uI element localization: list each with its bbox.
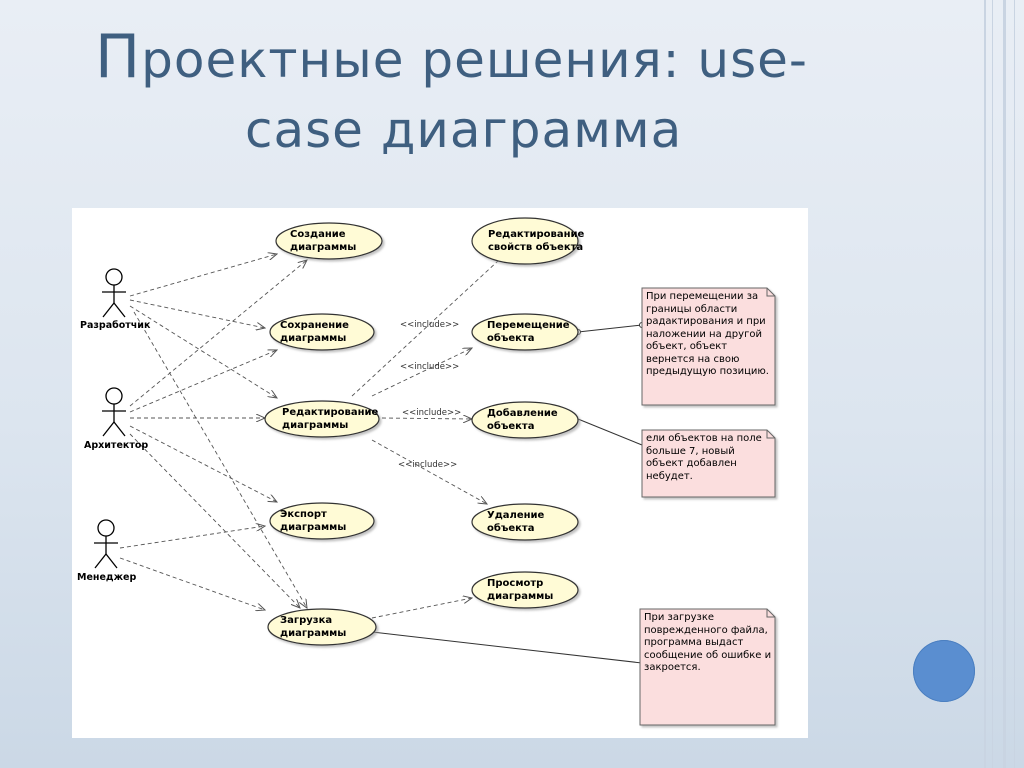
- usecase-move-object: Перемещение объекта: [487, 320, 570, 344]
- frame-line: [1014, 0, 1015, 768]
- frame-line: [984, 0, 986, 768]
- note-connectors: [371, 322, 645, 664]
- usecase-load-diagram: Загрузка диаграммы: [280, 615, 347, 639]
- note-add-limit: ели объектов на поле больше 7, новый объ…: [646, 433, 762, 482]
- diagram-canvas: [94, 217, 776, 726]
- actor-label-manager: Менеджер: [77, 572, 137, 583]
- use-case-shapes: [264, 217, 579, 646]
- usecase-add-object: Добавление объекта: [487, 408, 558, 432]
- usecase-edit-object-props: Редактирование свойств объекта: [488, 229, 585, 253]
- note-move-constraint: При перемещении за границы области радак…: [646, 291, 769, 377]
- include-label: <<include>>: [402, 408, 462, 418]
- title-line2: case диаграмма: [245, 101, 683, 159]
- usecase-view-diagram: Просмотр диаграммы: [487, 578, 554, 602]
- usecase-edit-diagram: Редактирование диаграммы: [282, 407, 379, 431]
- actor-label-developer: Разработчик: [80, 320, 151, 331]
- note-shapes: [639, 287, 776, 726]
- use-case-diagram: Разработчик Архитектор Менеджер Создание…: [72, 208, 808, 738]
- actor-manager: [94, 519, 118, 569]
- association-lines: [119, 248, 512, 619]
- title-line1: роектные решения: use-: [141, 31, 808, 89]
- frame-line: [1003, 0, 1006, 768]
- slide-title: Проектные решения: use- case диаграмма: [95, 22, 915, 165]
- usecase-export-diagram: Экспорт диаграммы: [280, 509, 347, 533]
- frame-line: [992, 0, 993, 768]
- usecase-create-diagram: Создание диаграммы: [290, 229, 357, 253]
- note-folds: [766, 288, 775, 618]
- title-capital: П: [95, 22, 142, 92]
- include-label: <<include>>: [400, 320, 460, 330]
- actor-developer: [102, 268, 126, 318]
- note-load-error: При загрузке поврежденного файла, програ…: [644, 612, 772, 673]
- decorative-circle: [913, 640, 975, 702]
- usecase-save-diagram: Сохранение диаграммы: [280, 320, 349, 344]
- include-label: <<include>>: [400, 362, 460, 372]
- actor-label-architect: Архитектор: [84, 440, 149, 451]
- usecase-delete-object: Удаление объекта: [487, 510, 545, 534]
- actor-architect: [102, 387, 126, 437]
- include-label: <<include>>: [398, 460, 458, 470]
